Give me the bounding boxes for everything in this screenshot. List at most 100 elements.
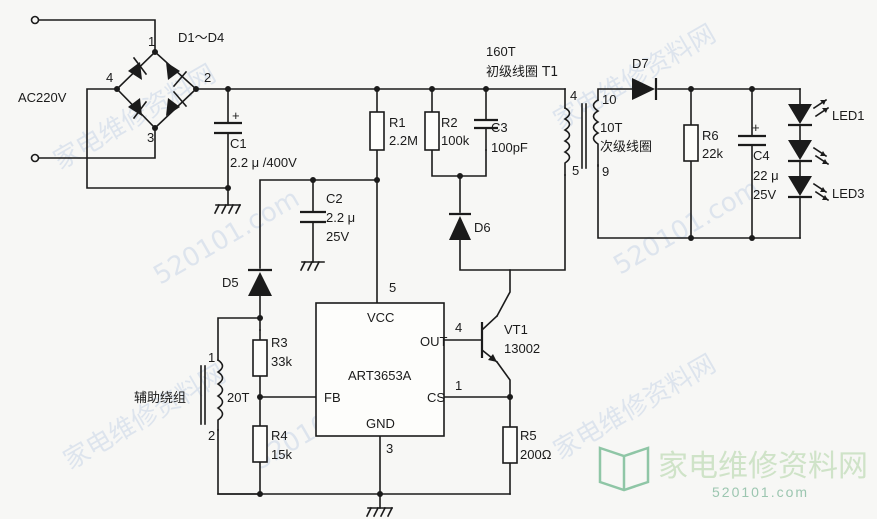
ac-terminal-top [30, 15, 40, 25]
led-string: LED1 LED3 [788, 98, 865, 202]
aux-pin1: 1 [208, 350, 215, 365]
ground-c1-icon [213, 203, 242, 215]
c2-value2: 25V [326, 229, 349, 244]
primary-label: 初级线圈 T1 [486, 65, 558, 80]
diode-d7-icon [632, 78, 655, 100]
resistor-r1: R1 2.2M [369, 111, 418, 151]
aux-label: 辅助绕组 [134, 391, 186, 406]
r5-name: R5 [520, 428, 537, 443]
d5-label: D5 [222, 275, 239, 290]
resistor-r2: R2 100k [424, 111, 470, 151]
r1-name: R1 [389, 115, 406, 130]
ac-label: AC220V [18, 90, 67, 105]
t1-pin9: 9 [602, 164, 609, 179]
brand-logo: 家电维修资料网 520101.com [598, 446, 868, 500]
ic-pin1: 1 [455, 378, 462, 393]
brand-site: 520101.com [712, 484, 809, 500]
r3-name: R3 [271, 335, 288, 350]
wiring [38, 19, 801, 509]
bridge-diode-lr-icon [166, 98, 180, 116]
ic-vcc-label: VCC [367, 310, 394, 325]
c4-name: C4 [753, 148, 770, 163]
d7-label: D7 [632, 56, 649, 71]
capacitor-c4: + C4 22 μ 25V [738, 120, 779, 202]
c3-name: C3 [491, 120, 508, 135]
aux-pin2: 2 [208, 428, 215, 443]
ic-out-label: OUT [420, 334, 448, 349]
ic-name: ART3653A [348, 368, 412, 383]
watermark-site-2: 520101.com [609, 174, 765, 282]
r4-name: R4 [271, 428, 288, 443]
c4-value2: 25V [753, 187, 776, 202]
vt1-value: 13002 [504, 341, 540, 356]
r3-value: 33k [271, 354, 292, 369]
capacitor-c1: + C1 2.2 μ /400V [214, 108, 297, 170]
diode-d7: D7 [632, 56, 658, 100]
r5-value: 200Ω [520, 447, 552, 462]
bridge-pin4: 4 [106, 70, 113, 85]
transistor-vt1: VT1 13002 [480, 314, 540, 364]
led1-label: LED1 [832, 108, 865, 123]
r1-value: 2.2M [389, 133, 418, 148]
r6-name: R6 [702, 128, 719, 143]
transformer-primary: 160T 初级线圈 T1 4 5 [486, 44, 587, 178]
led3-label: LED3 [832, 186, 865, 201]
secondary-label: 次级线圈 [600, 139, 652, 155]
bridge-pin2: 2 [204, 70, 211, 85]
c1-value: 2.2 μ /400V [230, 155, 297, 170]
c2-name: C2 [326, 191, 343, 206]
ic-pin4: 4 [455, 320, 462, 335]
t1-pin10: 10 [602, 92, 616, 107]
r2-value: 100k [441, 133, 470, 148]
vt1-name: VT1 [504, 322, 528, 337]
brand-name: 家电维修资料网 [658, 449, 868, 484]
d6-label: D6 [474, 220, 491, 235]
resistor-r5: R5 200Ω [502, 426, 552, 464]
ground-c2-icon [299, 260, 325, 272]
resistor-r6: R6 22k [683, 124, 723, 162]
ic-fb-label: FB [324, 390, 341, 405]
diode-d5: D5 [222, 268, 272, 296]
book-logo-icon [598, 446, 650, 492]
bridge-diode-ul-icon [128, 62, 142, 80]
diode-d6-icon [449, 216, 471, 240]
led2-icon [788, 140, 830, 166]
vt1-emitter-arrow-icon [488, 354, 497, 362]
ac-terminal-bottom [30, 153, 40, 163]
led1-icon [788, 98, 830, 127]
capacitor-c3: C3 100pF [474, 118, 528, 155]
r6-value: 22k [702, 146, 723, 161]
ground-main-icon [365, 506, 394, 518]
t1-pin5: 5 [572, 163, 579, 178]
bridge-pin3: 3 [147, 130, 154, 145]
bridge-diode-ur-icon [166, 62, 180, 80]
ic-gnd-label: GND [366, 416, 395, 431]
capacitor-c2: C2 2.2 μ 25V [300, 191, 355, 244]
secondary-turns: 10T [600, 120, 622, 135]
diode-d6: D6 [449, 212, 491, 240]
transformer-secondary: 10 10T 次级线圈 9 [592, 92, 652, 179]
bridge-pin1: 1 [148, 34, 155, 49]
diode-d5-icon [248, 272, 272, 296]
resistor-r4: R4 15k [252, 425, 292, 463]
ic-cs-label: CS [427, 390, 445, 405]
c3-value: 100pF [491, 140, 528, 155]
c4-plus: + [752, 120, 760, 135]
ic-pin5: 5 [389, 280, 396, 295]
bridge-rectifier: 1 2 3 4 D1～D4 [106, 30, 224, 145]
c2-value1: 2.2 μ [326, 210, 355, 225]
c4-value1: 22 μ [753, 168, 779, 183]
r2-name: R2 [441, 115, 458, 130]
t1-pin4: 4 [570, 88, 577, 103]
resistor-r3: R3 33k [252, 335, 292, 377]
ac-input: AC220V [18, 15, 67, 163]
ic-art3653a: VCC OUT ART3653A FB CS GND 5 4 1 3 [315, 280, 462, 456]
bridge-label: D1～D4 [178, 30, 224, 45]
aux-turns: 20T [227, 390, 249, 405]
primary-turns: 160T [486, 44, 516, 59]
watermark-brand-2: 家电维修资料网 [549, 19, 722, 136]
r4-value: 15k [271, 447, 292, 462]
c1-name: C1 [230, 136, 247, 151]
